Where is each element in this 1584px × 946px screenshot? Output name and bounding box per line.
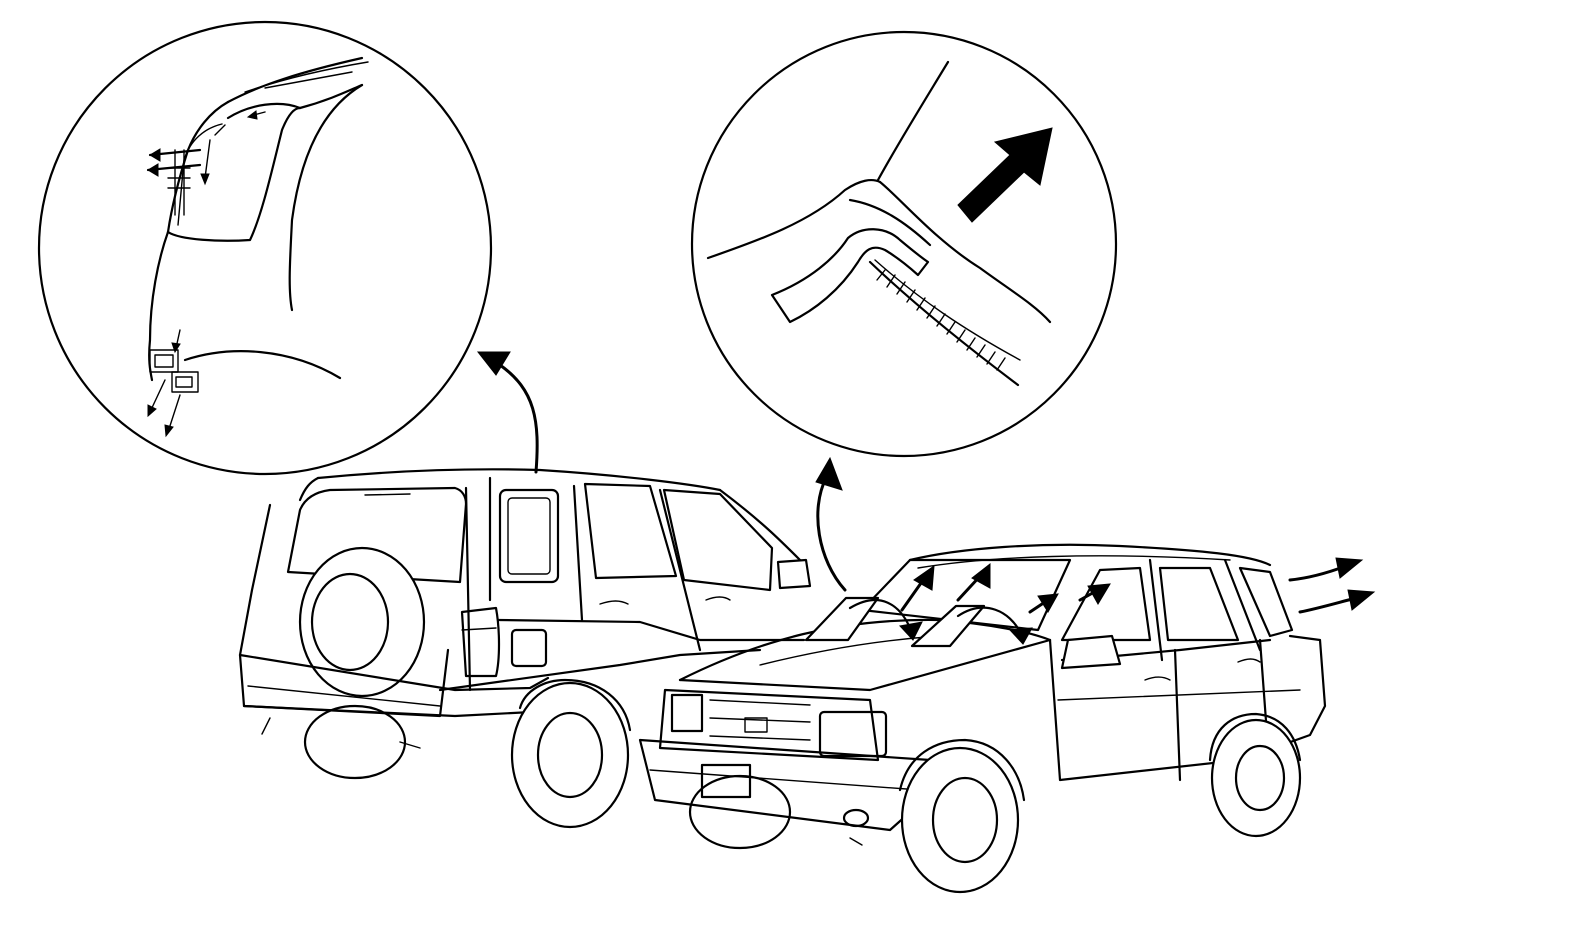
airflow-arrow-icon: [804, 557, 1376, 648]
rear-detail-callout: [37, 20, 493, 476]
suv-rear-quarter-icon: [238, 468, 812, 829]
suv-front-quarter-icon: [638, 543, 1327, 894]
rear-corner-callout-icon: [148, 56, 369, 393]
windshield-molding-callout-icon: [706, 60, 1052, 387]
windshield-detail-callout: [690, 30, 1118, 458]
callout-leader-arrows: [476, 351, 847, 592]
rear-detail-circle: [37, 20, 493, 476]
rear-detail-flow-arrows: [146, 110, 266, 438]
outward-arrow-icon: [957, 127, 1053, 223]
